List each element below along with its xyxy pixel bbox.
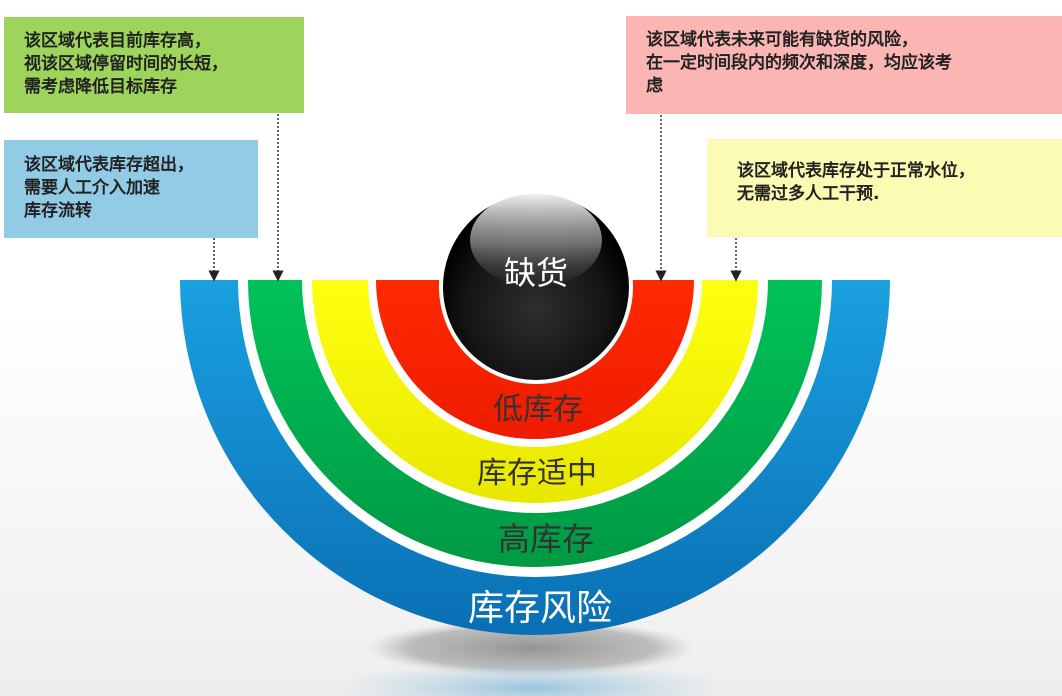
stockout-label: 缺货 — [504, 254, 568, 292]
band-normal-label: 库存适中 — [477, 456, 597, 491]
note-normal-inventory: 该区域代表库存处于正常水位， 无需过多人工干预. — [707, 139, 1062, 237]
band-high-label: 高库存 — [498, 520, 594, 558]
band-outer-label: 库存风险 — [468, 588, 612, 629]
base-shadow — [366, 620, 696, 676]
note-high-inventory: 该区域代表目前库存高， 视该区域停留时间的长短， 需考虑降低目标库存 — [4, 17, 304, 113]
stockout-sphere-gloss — [470, 193, 602, 287]
note-inventory-risk: 该区域代表库存超出， 需要人工介入加速 库存流转 — [4, 140, 258, 238]
band-low-label: 低库存 — [493, 392, 583, 427]
note-low-inventory: 该区域代表未来可能有缺货的风险， 在一定时间段内的频次和深度，均应该考 虑 — [626, 16, 1062, 114]
base-reflection — [331, 662, 731, 696]
